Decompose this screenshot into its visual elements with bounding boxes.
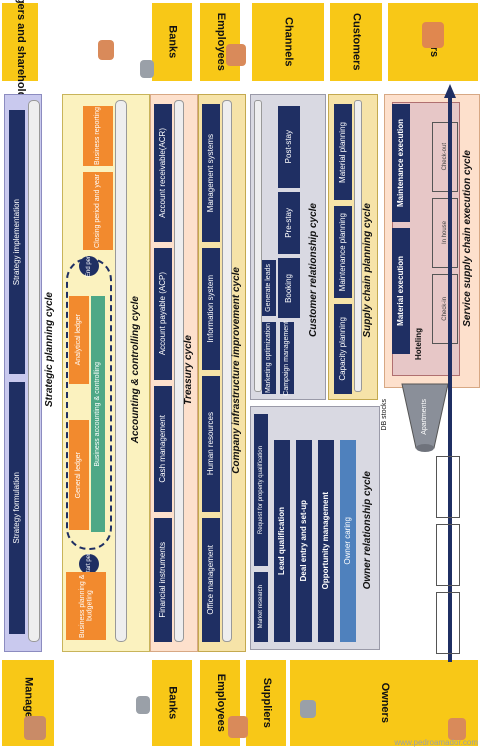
closing-period-box: Closing period and year [83,172,113,250]
strategy-formulation-box: Strategy formulation [9,382,25,634]
acp-box: Account payable (ACP) [154,248,172,380]
apartments-db-icon [401,383,449,452]
header-employees-top: Employees [200,3,240,81]
end-per-circle: End per [79,256,99,277]
header-banks-bottom: Banks [152,660,192,746]
analytical-ledger-box: Analytical ledger [69,296,89,384]
request-qualification-box: Request for property qualification [254,414,268,566]
watermark: www.pedroamador.com [394,738,478,747]
supply-cycle-label: Supply chain planning cycle [361,202,373,338]
check-in-box: Check-in [432,274,458,344]
owner-lane [250,406,380,650]
information-system-box: Information system [202,248,220,370]
apartments-label: Apartments [421,399,429,435]
pre-stay-box: Pre-stay [278,192,300,254]
accounting-cycle-label: Accounting & controlling cycle [129,296,141,444]
header-suppliers: Suppliers [246,660,286,746]
supply-cycle-arrow [354,100,362,392]
check-out-box: Check-out [432,122,458,192]
lead-qualification-box: Lead qualification [274,440,290,642]
treasury-cycle-label: Treasury cycle [182,335,194,405]
market-research-box: Market research [254,572,268,642]
user-flow-arrowhead [444,84,456,98]
customer-cycle-arrow [254,100,262,392]
capacity-planning-box: Capacity planning [334,304,352,394]
apartment-unit [436,524,460,586]
material-planning-box: Material planning [334,104,352,200]
maintenance-execution-box: Maintenance execution [392,104,410,222]
start-per-circle: Start per [79,553,99,576]
owner-cycle-label: Owner relationship cycle [361,470,373,590]
business-reporting-box: Business reporting [83,106,113,166]
accounting-cycle-arrow [115,100,127,642]
hoteling-label: Hoteling [413,328,423,360]
people-icon [98,40,114,60]
cash-management-box: Cash management [154,386,172,512]
maintenance-planning-box: Maintenance planning [334,206,352,298]
in-house-box: In house [432,198,458,268]
header-banks-top: Banks [152,3,192,81]
header-channels: Channels [252,3,324,81]
bank-icon-bottom [136,696,150,714]
employees-icon [226,44,246,66]
infra-cycle-label: Company infrastructure improvement cycle [230,266,242,474]
owner-icon [448,718,466,740]
financial-instruments-box: Financial instruments [154,518,172,642]
header-owners: Owners [290,660,478,746]
owner-caring-box: Owner caring [340,440,356,642]
business-planning-box: Business planning & budgeting [66,572,106,640]
customer-cycle-label: Customer relationship cycle [307,203,319,337]
generate-leads-box: Generate leads [262,260,276,316]
deal-entry-box: Deal entry and set-up [296,440,312,642]
user-icon [422,22,444,48]
header-customers: Customers [330,3,382,81]
strategic-cycle-label: Strategic planning cycle [43,292,55,408]
apartment-unit [436,456,460,518]
business-accounting-box: Business accounting & controlling [91,296,105,532]
strategy-implementation-box: Strategy implementation [9,110,25,374]
general-ledger-box: General ledger [69,420,89,530]
acr-box: Account receivable(ACR) [154,104,172,242]
post-stay-box: Post-stay [278,106,300,188]
suppliers-icon [300,700,316,718]
material-execution-box: Material execution [392,228,410,354]
bank-icon [140,60,154,78]
apartment-unit [436,592,460,654]
management-systems-box: Management systems [202,104,220,242]
marketing-optimization-box: Marketing optimization [262,322,276,394]
user-flow-line [448,96,452,662]
header-managers-shareholders: Managers and shareholders [2,0,38,115]
strategic-cycle-arrow [28,100,40,642]
employees-icon-bottom [228,716,248,738]
managers-icon [24,716,46,740]
opportunity-management-box: Opportunity management [318,440,334,642]
treasury-cycle-arrow [174,100,184,642]
office-management-box: Office management [202,518,220,642]
infra-cycle-arrow [222,100,232,642]
campaign-management-box: Campaign management [280,321,294,395]
human-resources-box: Human resources [202,376,220,512]
booking-box: Booking [278,258,300,318]
db-stocks-label: DB stocks [381,399,389,431]
service-cycle-label: Service supply chain execution cycle [461,149,473,327]
